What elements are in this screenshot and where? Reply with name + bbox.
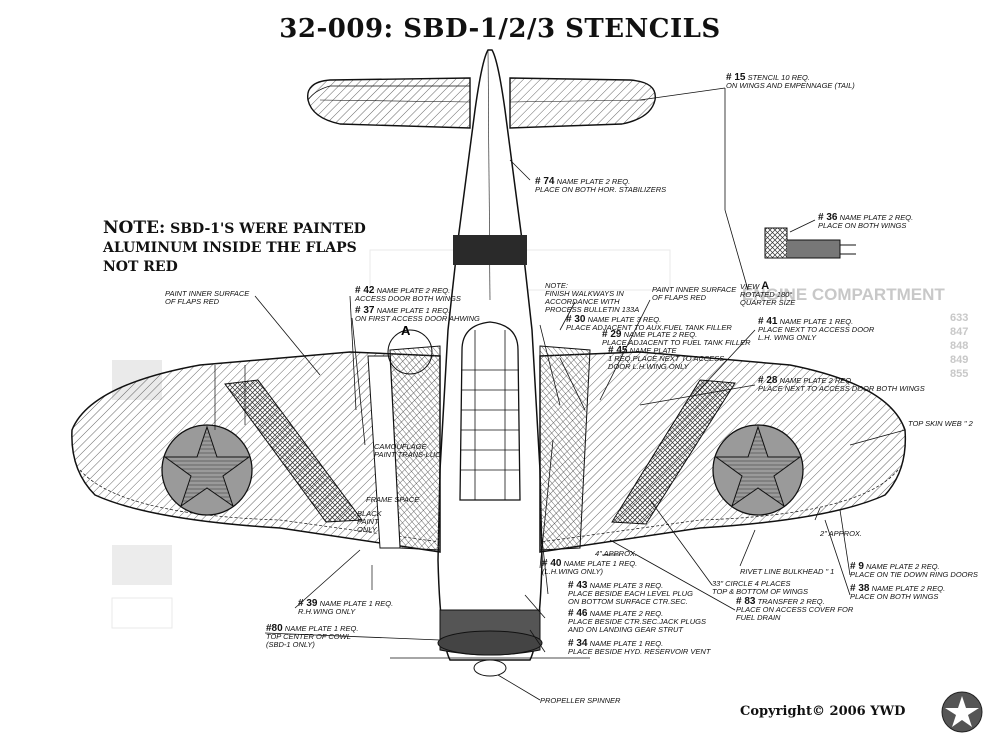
note-line-3: NOT RED <box>103 259 178 275</box>
callout-approx-4: 4" APPROX. <box>595 549 637 558</box>
callout-37: # 37 NAME PLATE 1 REQ.ON FIRST ACCESS DO… <box>355 305 480 323</box>
callout-frame: FRAME SPACE <box>366 495 420 504</box>
callout-36: # 36 NAME PLATE 2 REQ.PLACE ON BOTH WING… <box>818 212 914 230</box>
ghost-code: 847 <box>950 326 969 338</box>
ghost-code: 848 <box>950 340 969 352</box>
ghost-code: 633 <box>950 312 969 324</box>
horizontal-stabilizer <box>306 77 656 129</box>
callout-propeller: PROPELLER SPINNER <box>540 696 621 705</box>
note-prefix: NOTE: <box>103 218 166 238</box>
callout-approx-2: 2" APPROX. <box>820 529 862 538</box>
note-line-1: SBD-1'S WERE PAINTED <box>170 221 366 237</box>
callout-43: # 43 NAME PLATE 3 REQ.PLACE BESIDE EACH … <box>568 580 693 606</box>
ghost-code: 849 <box>950 354 969 366</box>
fuselage <box>390 49 590 677</box>
callout-39: # 39 NAME PLATE 1 REQ.R.H.WING ONLY <box>298 598 394 616</box>
view-a-label: VIEW A ROTATED 180° QUARTER SIZE <box>740 280 796 307</box>
callout-40: # 40 NAME PLATE 1 REQ.(L.H.WING ONLY) <box>542 558 638 576</box>
insignia-left <box>161 424 253 516</box>
wing-left <box>71 345 441 553</box>
view-a-inset <box>764 227 856 259</box>
callout-41: # 41 NAME PLATE 1 REQ.PLACE NEXT TO ACCE… <box>758 316 875 342</box>
flap-note: NOTE: SBD-1'S WERE PAINTED ALUMINUM INSI… <box>103 219 366 277</box>
callout-38: # 38 NAME PLATE 2 REQ.PLACE ON BOTH WING… <box>850 583 946 601</box>
callout-74: # 74 NAME PLATE 2 REQ.PLACE ON BOTH HOR.… <box>535 176 667 194</box>
note-line-2: ALUMINUM INSIDE THE FLAPS <box>103 240 357 256</box>
ghost-engine-text: ENGINE COMPARTMENT <box>742 285 945 304</box>
callout-29: # 29 NAME PLATE 2 REQ.PLACE ADJACENT TO … <box>602 329 751 347</box>
callout-top-skin: TOP SKIN WEB " 2 <box>908 419 973 428</box>
callout-rivet: RIVET LINE BULKHEAD " 1 <box>740 567 835 576</box>
callout-28: # 28 NAME PLATE 2 REQ.PLACE NEXT TO ACCE… <box>758 375 925 393</box>
callout-83: # 83 TRANSFER 2 REQ.PLACE ON ACCESS COVE… <box>736 596 854 622</box>
callout-80: #80 NAME PLATE 1 REQ.TOP CENTER OF COWL(… <box>266 623 359 649</box>
copyright: Copyright© 2006 YWD <box>740 704 906 719</box>
insignia-right <box>712 424 804 516</box>
callout-15: # 15 STENCIL 10 REQ.ON WINGS AND EMPENNA… <box>726 72 855 90</box>
callout-46: # 46 NAME PLATE 2 REQ.PLACE BESIDE CTR.S… <box>568 608 706 634</box>
star-logo-icon <box>941 691 983 733</box>
page-title: 32-009: SBD-1/2/3 STENCILS <box>279 14 721 44</box>
ghost-code: 855 <box>950 368 969 380</box>
callout-42: # 42 NAME PLATE 2 REQ.ACCESS DOOR BOTH W… <box>355 285 461 303</box>
callout-9: # 9 NAME PLATE 2 REQ.PLACE ON TIE DOWN R… <box>850 561 978 579</box>
svg-text:A: A <box>401 323 411 338</box>
callout-30: # 30 NAME PLATE 3 REQ.PLACE ADJACENT TO … <box>566 314 732 332</box>
callout-34: # 34 NAME PLATE 1 REQ.PLACE BESIDE HYD. … <box>568 638 711 656</box>
leader-lines <box>254 87 906 701</box>
